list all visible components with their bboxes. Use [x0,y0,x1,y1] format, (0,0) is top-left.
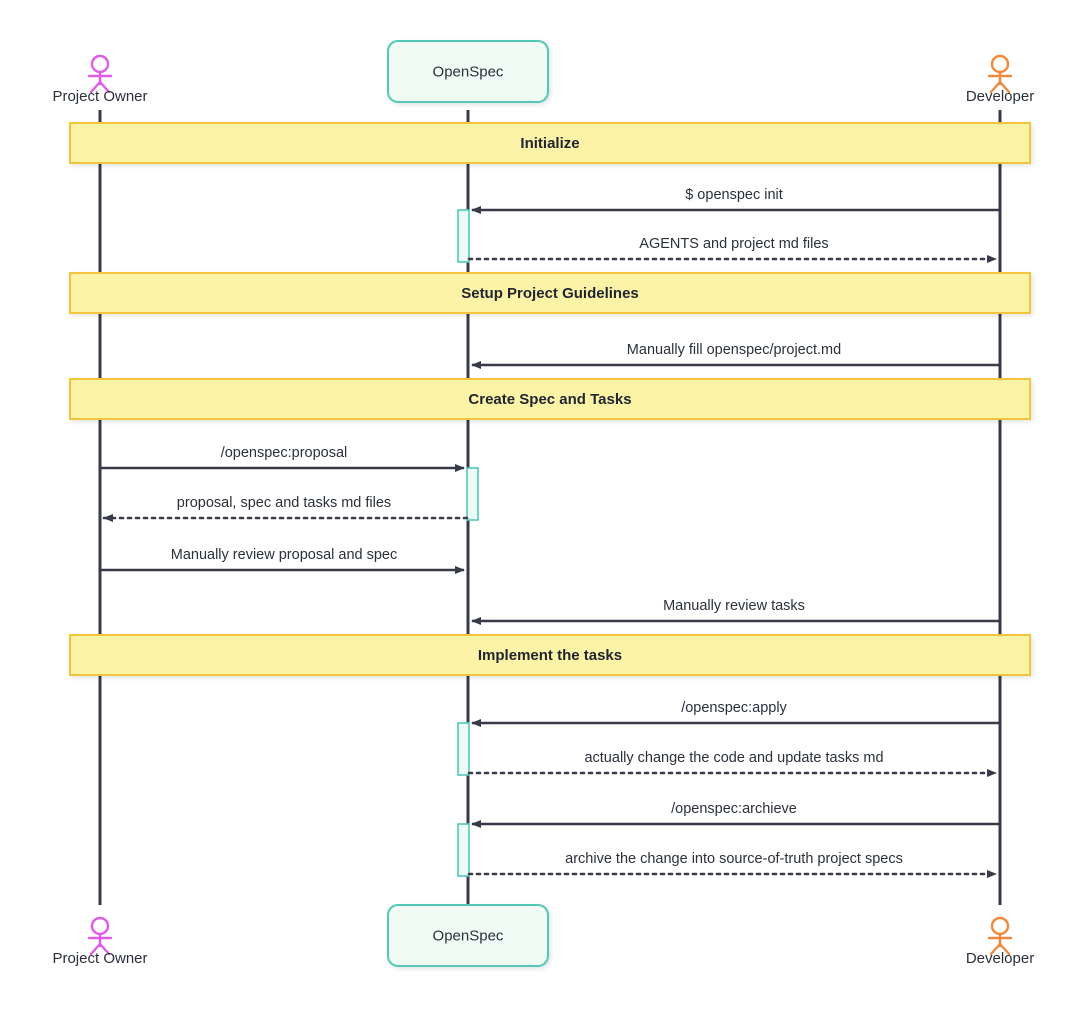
message-label: /openspec:proposal [221,445,348,461]
actor-figure-icon [987,54,1013,94]
message-label: actually change the code and update task… [584,750,883,766]
actor-label: Developer [966,88,1034,105]
actor-figure-icon [87,54,113,94]
participant-label: OpenSpec [433,64,504,81]
message-label: Manually review tasks [663,598,805,614]
message: AGENTS and project md files [467,236,998,263]
message-label: Manually review proposal and spec [171,547,398,563]
activation-box [457,823,470,877]
section-bar-rect [69,378,1031,420]
message: $ openspec init [471,187,999,214]
message-label: Manually fill openspec/project.md [627,342,841,358]
section-bar-rect [69,122,1031,164]
section-label: Implement the tasks [478,647,622,664]
section-label: Create Spec and Tasks [468,391,631,408]
actor-owner-bottom[interactable]: Project Owner [52,916,148,967]
message: Manually fill openspec/project.md [471,342,999,369]
participant-label: OpenSpec [433,928,504,945]
message-label: /openspec:apply [681,700,787,716]
activation-box [466,467,479,521]
message: Manually review tasks [471,598,999,625]
participant-openspec-top[interactable]: OpenSpec [387,40,549,103]
message-label: AGENTS and project md files [639,236,828,252]
section-bar-rect [69,272,1031,314]
actor-figure-icon [987,916,1013,956]
actor-figure-icon [87,916,113,956]
section-bar: Initialize [69,122,1031,164]
message: archive the change into source-of-truth … [467,851,998,878]
actor-developer-top[interactable]: Developer [966,54,1034,105]
activations-layer [457,209,479,877]
message: /openspec:archieve [471,801,999,828]
activation-box [457,722,470,776]
actor-label: Project Owner [52,950,147,967]
actor-label: Developer [966,950,1034,967]
message-label: $ openspec init [685,187,783,203]
activation-box [457,209,470,263]
participant-box-rect [387,40,549,103]
actor-developer-bottom[interactable]: Developer [966,916,1034,967]
message: proposal, spec and tasks md files [102,495,469,522]
message: /openspec:proposal [101,445,465,472]
section-bar: Create Spec and Tasks [69,378,1031,420]
section-label: Setup Project Guidelines [461,285,639,302]
message-label: /openspec:archieve [671,801,797,817]
actor-label: Project Owner [52,88,147,105]
message-label: proposal, spec and tasks md files [177,495,391,511]
actor-owner-top[interactable]: Project Owner [52,54,148,105]
participant-box-rect [387,904,549,967]
message: actually change the code and update task… [467,750,998,777]
section-label: Initialize [520,135,579,152]
message-label: archive the change into source-of-truth … [565,851,903,867]
section-bar: Implement the tasks [69,634,1031,676]
section-bar: Setup Project Guidelines [69,272,1031,314]
section-bar-rect [69,634,1031,676]
participant-openspec-bottom[interactable]: OpenSpec [387,904,549,967]
message: /openspec:apply [471,700,999,727]
message: Manually review proposal and spec [101,547,465,574]
